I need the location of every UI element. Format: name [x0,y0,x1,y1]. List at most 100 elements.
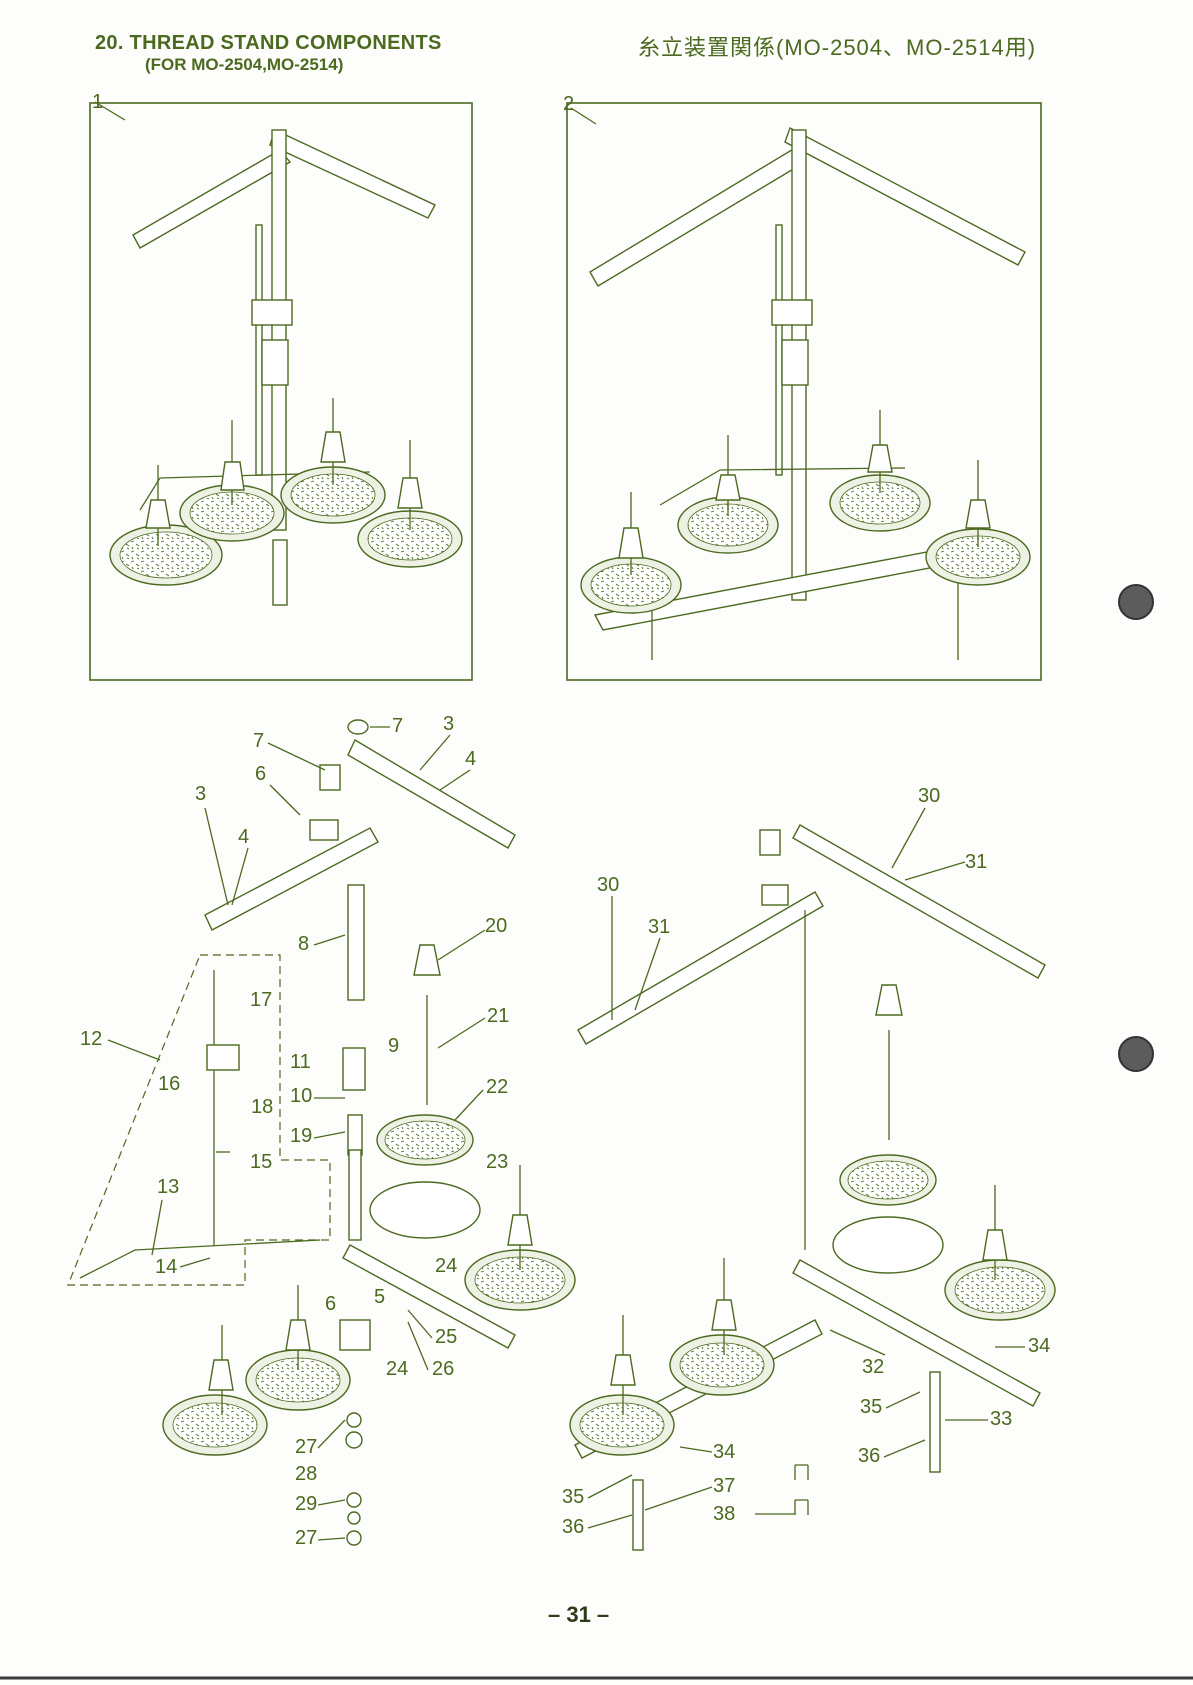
part-label: 36 [858,1445,880,1467]
part-label: 26 [432,1358,454,1380]
washer [347,1493,361,1507]
part-label: 24 [386,1358,408,1380]
pipe [348,885,364,1000]
part-label: 34 [713,1441,735,1463]
pole-bracket [262,340,288,385]
washer [347,1531,361,1545]
base-plate [833,1217,943,1273]
spool-bar-13 [80,1240,320,1278]
part-label: 5 [374,1286,385,1308]
washer [348,1512,360,1524]
arm-right [793,825,1045,978]
arm-left [133,150,290,248]
clip [795,1465,808,1480]
spool-cone [398,478,422,508]
part-label: 24 [435,1255,457,1277]
spool-cone [414,945,440,975]
part-label: 30 [597,874,619,896]
part-label: 28 [295,1463,317,1485]
part-label: 35 [860,1396,882,1418]
part-label: 13 [157,1176,179,1198]
part-label: 6 [255,763,266,785]
spool-cone [716,475,740,500]
pole-bracket [782,340,808,385]
spool-cone [321,432,345,462]
arm-right [270,130,435,218]
group-12-outline [68,955,330,1285]
clip [795,1500,808,1515]
guide-rod [776,225,782,475]
threaded-base [273,540,287,605]
spool-cone [221,462,244,490]
clamp-16 [207,1045,239,1070]
figure-2-assembled-stand: 2 [563,93,1041,680]
binder-hole-icon [1118,584,1154,620]
pole-clamp [252,300,292,325]
part-label: 8 [298,933,309,955]
part-label: 14 [155,1256,177,1278]
arm-left [578,892,823,1044]
arm-right [785,128,1025,265]
part-label: 9 [388,1035,399,1057]
spool-cone [209,1360,233,1390]
part-label: 29 [295,1493,317,1515]
binder-hole-icon [1118,1036,1154,1072]
part-label: 10 [290,1085,312,1107]
part-label: 20 [485,915,507,937]
part-label: 23 [486,1151,508,1173]
part-label: 22 [486,1076,508,1098]
part-label: 12 [80,1028,102,1050]
threaded-rod [349,1150,361,1240]
part-label: 21 [487,1005,509,1027]
part-label: 7 [392,715,403,737]
figure-1-assembled-stand: 1 [90,91,472,680]
thread-guide [343,1048,365,1090]
spool-cone [966,500,990,528]
part-label: 37 [713,1475,735,1497]
arm-left [590,148,805,286]
part-label: 4 [465,748,476,770]
part-label: 35 [562,1486,584,1508]
part-label: 3 [443,713,454,735]
figure-2-label: 2 [563,93,574,115]
clamp [762,885,788,905]
spool-cone [868,445,892,472]
figure-2-leader [571,108,596,124]
pipe [348,1115,362,1155]
leg-37 [633,1480,643,1550]
part-label: 38 [713,1503,735,1525]
part-label: 6 [325,1293,336,1315]
part-label: 27 [295,1436,317,1458]
washer [346,1432,362,1448]
part-label: 25 [435,1326,457,1348]
part-label: 31 [965,851,987,873]
lower-bracket [340,1320,370,1350]
spool-cone [712,1300,736,1330]
part-label: 30 [918,785,940,807]
spool-cone [508,1215,532,1245]
main-pole [272,130,286,530]
base-plate [370,1182,480,1238]
pole-clamp [772,300,812,325]
spool-cone [876,985,902,1015]
part-label: 4 [238,826,249,848]
part-label: 19 [290,1125,312,1147]
spool-cone [286,1320,310,1350]
spool-cone [983,1230,1007,1260]
guide-rod [256,225,262,475]
part-label: 32 [862,1356,884,1378]
part-label: 17 [250,989,272,1011]
part-label: 31 [648,916,670,938]
exploded-view-left: 7 6 7 3 4 3 4 8 20 12 16 17 11 9 21 10 [68,713,575,1549]
exploded-view-right: 30 31 30 31 32 34 35 33 36 34 35 37 36 [562,785,1055,1550]
part-label: 3 [195,783,206,805]
part-label: 16 [158,1073,180,1095]
spool-cone [619,528,643,558]
part-label: 11 [290,1051,311,1073]
bracket [760,830,780,855]
spool-cone [146,500,170,528]
spool-cone [611,1355,635,1385]
washer [347,1413,361,1427]
